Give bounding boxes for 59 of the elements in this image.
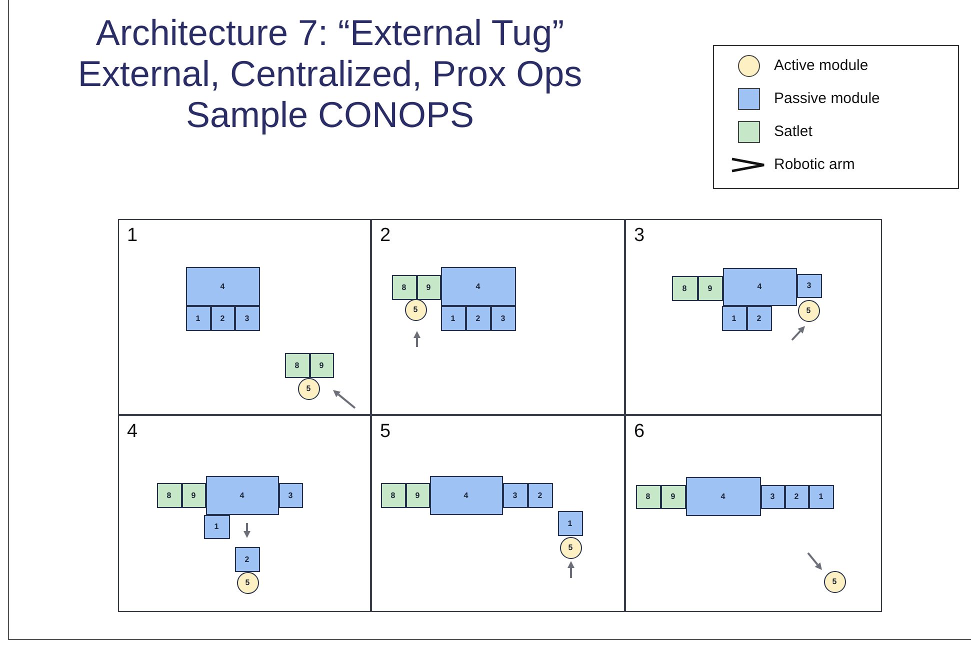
- satlet-module: 8: [672, 276, 698, 300]
- satlet-module: 8: [380, 482, 406, 508]
- step-number: 6: [634, 421, 645, 443]
- passive-module: 2: [528, 482, 552, 508]
- legend-label: Robotic arm: [774, 156, 855, 173]
- step-panel: [371, 415, 625, 612]
- passive-module: 3: [502, 482, 528, 508]
- step-panel: [625, 415, 882, 612]
- passive-module: 1: [186, 306, 210, 330]
- satlet-module: 8: [636, 484, 660, 508]
- satlet-module: 8: [284, 352, 310, 378]
- active-module: 5: [824, 570, 846, 592]
- satlet-module: 8: [392, 274, 416, 300]
- passive-module: 1: [722, 306, 746, 330]
- passive-module: 1: [204, 514, 230, 538]
- step-number: 1: [127, 225, 138, 247]
- satlet-module: 9: [310, 352, 334, 378]
- active-module: 5: [404, 298, 426, 320]
- step-number: 4: [127, 421, 138, 443]
- passive-module: 2: [210, 306, 234, 330]
- passive-module: 4: [206, 476, 278, 514]
- active-module: 5: [298, 378, 320, 400]
- passive-module: 1: [440, 306, 466, 330]
- step-number: 5: [380, 421, 391, 443]
- passive-module: 2: [466, 306, 490, 330]
- passive-module: 3: [278, 482, 302, 508]
- title: Architecture 7: “External Tug” External, Centralized, Prox Ops Sample CONOPS: [76, 12, 584, 135]
- step-number: 2: [380, 225, 391, 247]
- legend-label: Passive module: [774, 90, 880, 107]
- passive-module: 4: [186, 266, 260, 306]
- active-module: 5: [236, 572, 258, 594]
- passive-module: 3: [796, 274, 822, 298]
- passive-module: 4: [440, 266, 516, 306]
- step-panel: [625, 219, 882, 415]
- satlet-module: 9: [698, 276, 722, 300]
- passive-module: 1: [808, 484, 834, 508]
- satlet-module: 8: [156, 482, 182, 508]
- passive-module: 3: [234, 306, 260, 330]
- satlet-module: 9: [416, 274, 440, 300]
- satlet-module: 9: [406, 482, 430, 508]
- passive-module: 4: [722, 268, 796, 306]
- passive-module: 1: [558, 510, 582, 536]
- passive-module: 4: [430, 476, 502, 514]
- active-module: 5: [798, 300, 820, 322]
- legend-label: Active module: [774, 57, 868, 74]
- passive-module: 3: [760, 484, 784, 508]
- step-panel: [371, 219, 625, 415]
- passive-module: 2: [234, 546, 260, 572]
- step-panel: [118, 415, 371, 612]
- passive-module: 3: [490, 306, 516, 330]
- passive-module: 4: [686, 476, 760, 516]
- legend-label: Satlet: [774, 123, 812, 140]
- satlet-module: 9: [660, 484, 686, 508]
- step-panel: [118, 219, 371, 415]
- active-module: 5: [560, 536, 582, 558]
- passive-module: 2: [784, 484, 808, 508]
- step-number: 3: [634, 225, 645, 247]
- satlet-module: 9: [182, 482, 206, 508]
- passive-module: 2: [746, 306, 772, 330]
